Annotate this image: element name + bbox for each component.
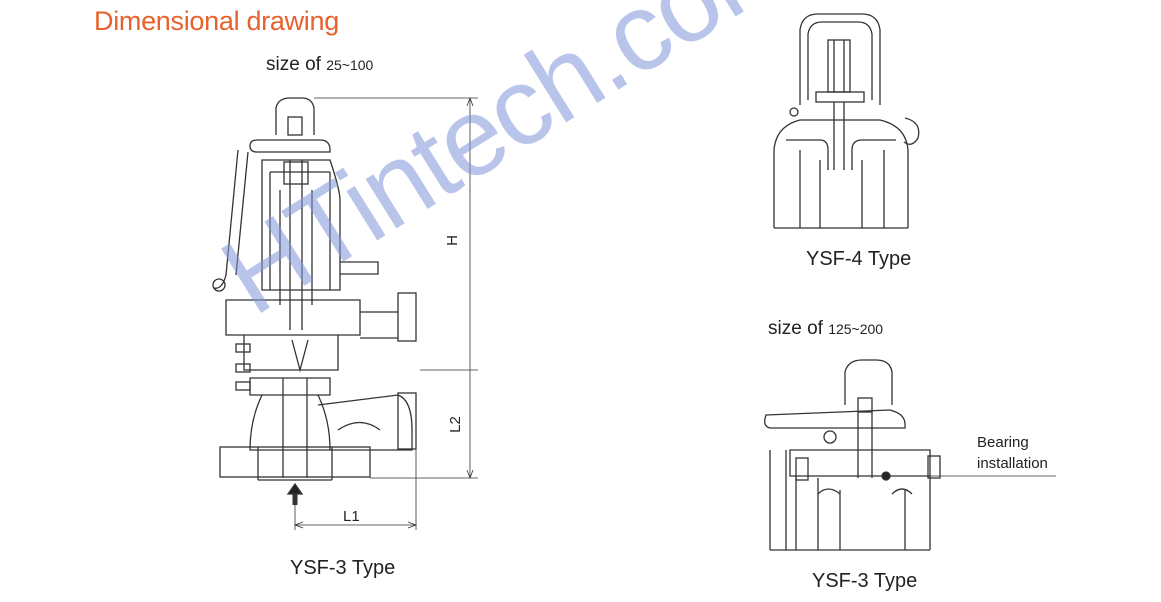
bearing-callout-line2: installation <box>977 455 1048 472</box>
size-label-left: size of 25~100 <box>266 54 373 76</box>
size-prefix: size of <box>266 54 321 75</box>
size-prefix: size of <box>768 318 823 339</box>
page-title: Dimensional drawing <box>94 6 339 36</box>
bearing-callout-line1: Bearing <box>977 434 1029 451</box>
caption-ysf3-large: YSF-3 Type <box>812 570 918 592</box>
dimension-L1: L1 <box>343 508 360 525</box>
dimension-L2: L2 <box>446 416 464 433</box>
dimension-H: H <box>443 235 461 246</box>
ysf3-large-valve-drawing <box>764 359 1056 551</box>
size-range: 25~100 <box>326 57 374 73</box>
caption-ysf3-small: YSF-3 Type <box>290 557 396 579</box>
ysf4-valve-drawing <box>773 13 920 229</box>
caption-ysf4: YSF-4 Type <box>806 248 912 270</box>
ysf3-small-valve-drawing <box>212 96 478 530</box>
size-range: 125~200 <box>828 321 884 337</box>
bearing-callout: Bearing installation <box>977 432 1048 474</box>
size-label-right: size of 125~200 <box>768 318 883 340</box>
